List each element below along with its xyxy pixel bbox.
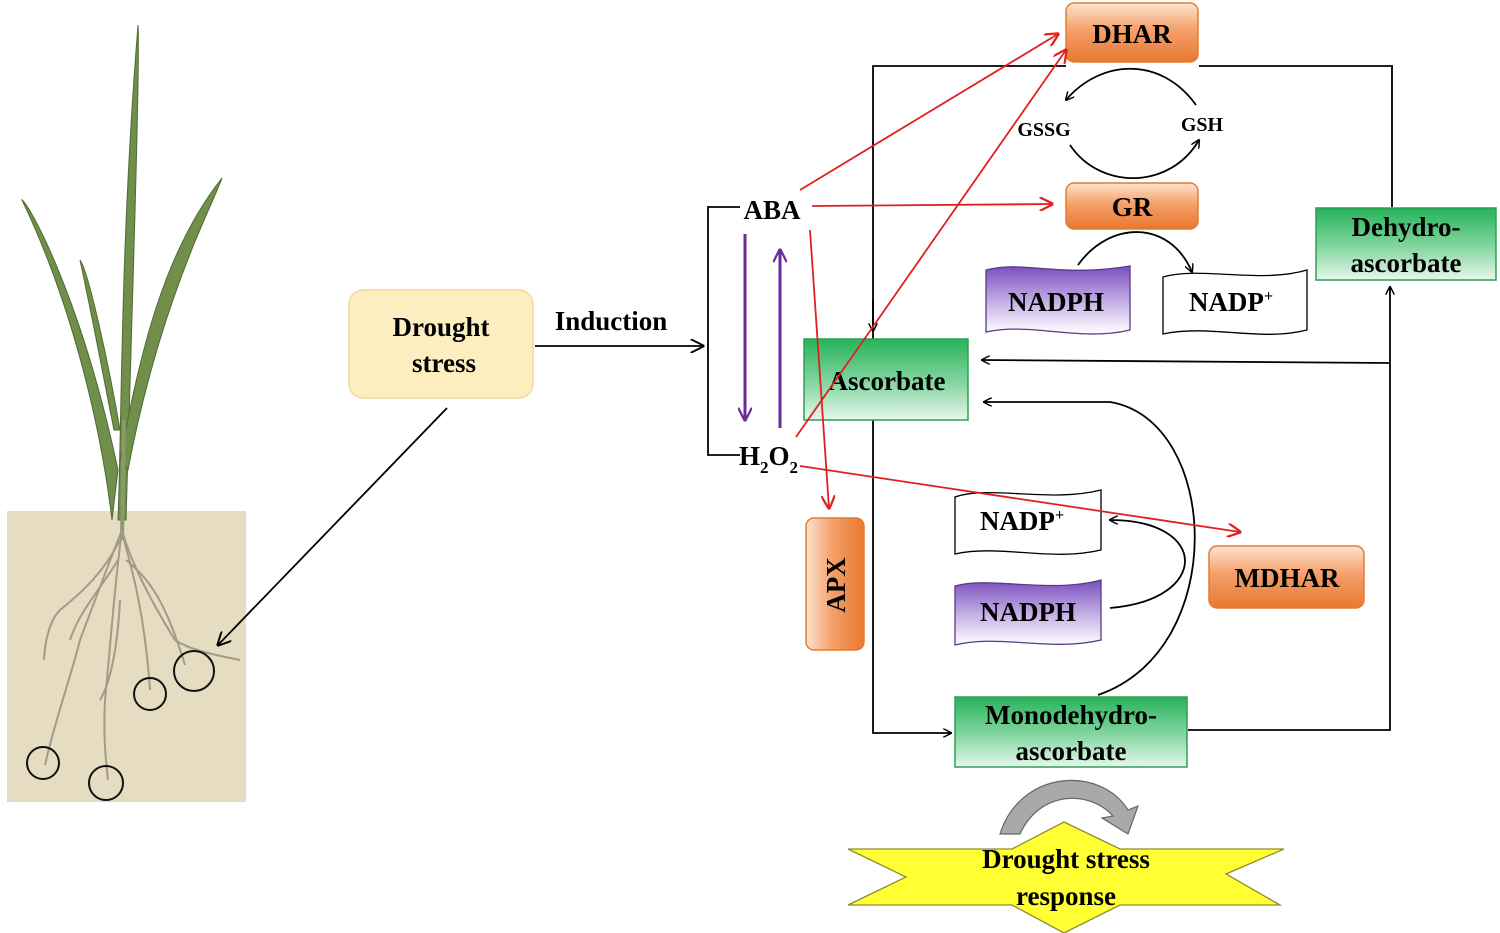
mdhar-label: MDHAR [1235, 563, 1340, 593]
gssg-to-gsh-arc [1069, 140, 1199, 180]
dehydroascorbate-line1: Dehydro- [1351, 212, 1460, 242]
response-label-line1: Drought stress [982, 844, 1150, 874]
mdhar-box: MDHAR [1208, 545, 1365, 609]
root-tip-circle [133, 677, 167, 711]
soil-background [7, 511, 246, 802]
dhar-box: DHAR [1065, 2, 1199, 63]
response-label-line2: response [1016, 881, 1116, 911]
root-tip-circle [88, 765, 124, 801]
drought-to-roots-arrow [218, 407, 448, 645]
root-tip-markers [26, 650, 215, 801]
drought-label-line1: Drought [392, 312, 489, 342]
plant-leaves [20, 24, 223, 521]
nadph-to-nadp-arc [1077, 231, 1192, 272]
plant-roots [43, 529, 241, 781]
dhar-label: DHAR [1092, 19, 1172, 49]
gr-box: GR [1065, 182, 1199, 230]
aba-h2o2-bracket [707, 206, 740, 456]
drought-label-line2: stress [412, 348, 476, 378]
nadph-bottom-label: NADPH [980, 597, 1076, 627]
nadph-top-label: NADPH [1008, 287, 1104, 317]
mdha-to-ascorbate-arc [984, 402, 1196, 696]
monodehydroascorbate-line2: ascorbate [1016, 736, 1127, 766]
plant-illustration [7, 24, 246, 802]
aba-label: ABA [743, 195, 801, 225]
gsh-label: GSH [1181, 114, 1224, 136]
nadp-top-label: NADP+ [1189, 287, 1273, 317]
h2o2-to-dhar-arrow [795, 50, 1066, 438]
nadph-top-banner: NADPH [985, 265, 1131, 335]
dehydroascorbate-box: Dehydro- ascorbate [1315, 207, 1497, 281]
gssg-label: GSSG [1017, 119, 1071, 141]
plant-stem [120, 419, 126, 541]
monodehydroascorbate-line1: Monodehydro- [985, 700, 1157, 730]
induction-label: Induction [555, 306, 668, 336]
h2o2-label: H2O2 [739, 441, 798, 477]
drought-response-burst: Drought stress response [847, 821, 1285, 933]
apx-box: APX [805, 517, 865, 651]
aba-to-apx-arrow [809, 229, 829, 508]
ascorbate-box: Ascorbate [803, 338, 969, 421]
regulation-arrows [795, 34, 1240, 532]
root-tip-circle [26, 746, 60, 780]
response-curved-arrow [999, 779, 1140, 835]
gsh-to-gssg-arc [1066, 67, 1197, 106]
ascorbate-label: Ascorbate [829, 366, 946, 396]
drought-stress-box: Drought stress [348, 289, 534, 399]
h2o2-to-mdhar-arrow [799, 465, 1240, 532]
nadp-top-banner: NADP+ [1162, 269, 1308, 335]
root-tip-circle [173, 650, 215, 692]
nadph-bottom-banner: NADPH [954, 579, 1102, 646]
nadp-bottom-label: NADP+ [980, 506, 1064, 536]
monodehydroascorbate-box: Monodehydro- ascorbate [954, 696, 1188, 768]
aba-to-gr-arrow [811, 204, 1052, 206]
nadph-to-nadp-bottom-arc [1110, 520, 1186, 609]
aba-to-dhar-arrow [799, 34, 1058, 191]
gr-label: GR [1112, 192, 1153, 222]
dehydroascorbate-line2: ascorbate [1351, 248, 1462, 278]
apx-label: APX [821, 557, 851, 613]
